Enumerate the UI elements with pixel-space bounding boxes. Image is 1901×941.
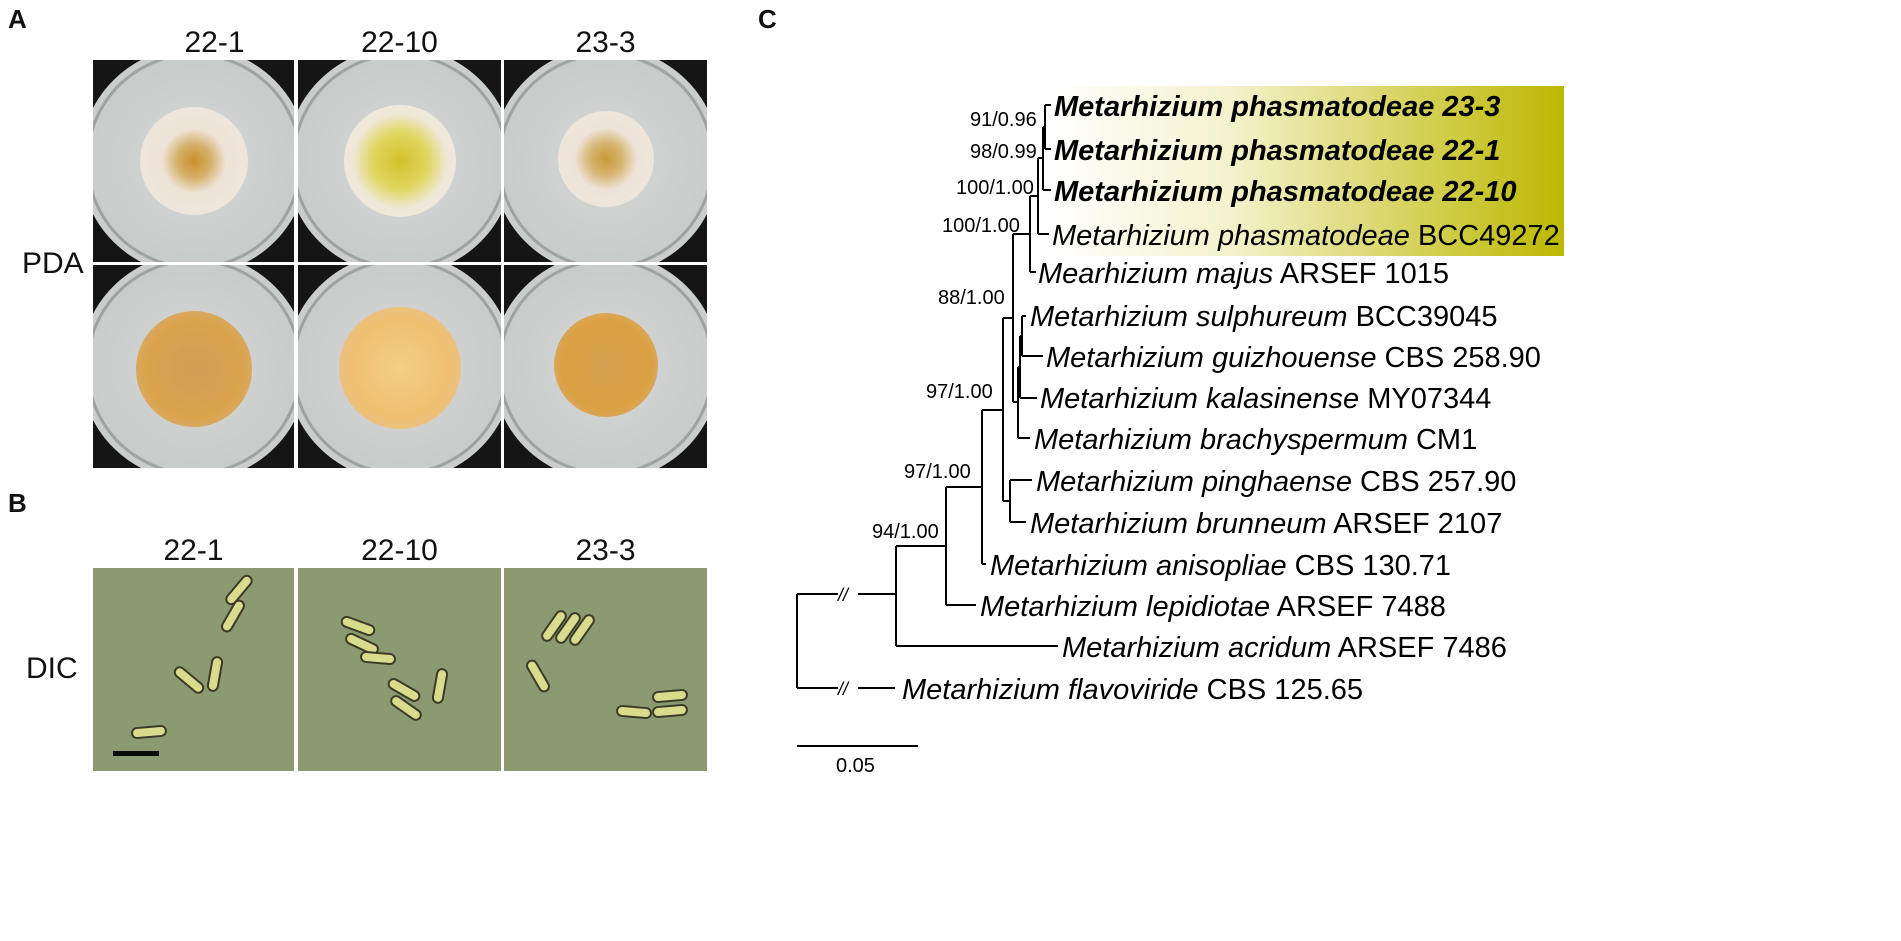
panel-b-row-label: DIC <box>26 652 78 685</box>
branch-break-upper: // <box>836 585 850 605</box>
taxon-label-sulphureum: Metarhizium sulphureum BCC39045 <box>1030 301 1497 333</box>
colony <box>135 310 252 427</box>
support-value: 97/1.00 <box>904 461 971 483</box>
support-value: 98/0.99 <box>970 141 1037 163</box>
colony <box>553 312 658 417</box>
taxon-label-phasmatodeae-bcc49272: Metarhizium phasmatodeae BCC49272 <box>1052 220 1560 252</box>
panel-a-column-label-2: 22-10 <box>361 26 438 59</box>
colony <box>343 105 456 217</box>
branch-break-lower: // <box>836 679 850 699</box>
taxon-label-anisopliae: Metarhizium anisopliae CBS 130.71 <box>990 550 1451 582</box>
support-value: 100/1.00 <box>942 215 1020 237</box>
dic-image-23-3 <box>504 568 707 771</box>
scale-bar <box>113 751 159 756</box>
support-value: 97/1.00 <box>926 381 993 403</box>
taxon-label-guizhouense: Metarhizium guizhouense CBS 258.90 <box>1046 342 1541 374</box>
taxon-label-phasmatodeae-22-1: Metarhizium phasmatodeae 22-1 <box>1054 135 1500 167</box>
spores-illustration <box>340 615 449 721</box>
panel-b-column-label-1: 22-1 <box>163 534 224 567</box>
support-value: 88/1.00 <box>938 287 1005 309</box>
colony <box>139 107 248 215</box>
taxon-label-brachyspermum: Metarhizium brachyspermum CM1 <box>1034 424 1477 456</box>
dic-image-22-10 <box>298 568 501 771</box>
support-value: 91/0.96 <box>970 109 1037 131</box>
taxon-label-lepidiotae: Metarhizium lepidiotae ARSEF 7488 <box>980 591 1446 623</box>
plate-bottom-22-1 <box>93 265 294 468</box>
plate-top-22-10 <box>298 60 501 262</box>
panel-a-label: A <box>8 4 27 34</box>
dic-image-22-1 <box>93 568 294 771</box>
panel-b-column-label-3: 23-3 <box>575 534 636 567</box>
taxon-label-acridum: Metarhizium acridum ARSEF 7486 <box>1062 632 1507 664</box>
panel-a-column-label-1: 22-1 <box>184 26 245 59</box>
taxon-label-brunneum: Metarhizium brunneum ARSEF 2107 <box>1030 508 1502 540</box>
clade-highlight <box>1050 86 1564 256</box>
panel-b-column-label-2: 22-10 <box>361 534 438 567</box>
taxon-label-pinghaense: Metarhizium pinghaense CBS 257.90 <box>1036 466 1516 498</box>
taxon-label-kalasinense: Metarhizium kalasinense MY07344 <box>1040 383 1491 415</box>
tree-branches <box>796 104 1058 747</box>
taxon-label-phasmatodeae-23-3: Metarhizium phasmatodeae 23-3 <box>1054 91 1500 123</box>
panel-a-column-label-3: 23-3 <box>575 26 636 59</box>
plate-top-23-3 <box>504 60 707 262</box>
support-value: 100/1.00 <box>956 177 1034 199</box>
colony <box>557 111 654 207</box>
panel-b-label: B <box>8 488 27 518</box>
taxon-label-flavoviride: Metarhizium flavoviride CBS 125.65 <box>902 674 1363 706</box>
panel-c-label: C <box>758 4 777 34</box>
plate-bottom-22-10 <box>298 265 501 468</box>
plate-top-22-1 <box>93 60 294 262</box>
colony <box>338 306 461 429</box>
support-value: 94/1.00 <box>872 521 939 543</box>
taxon-label-majus: Mearhizium majus ARSEF 1015 <box>1038 258 1449 290</box>
plate-bottom-23-3 <box>504 265 707 468</box>
branch-break-marks <box>838 587 858 695</box>
spores-illustration <box>526 610 688 720</box>
scale-label: 0.05 <box>836 755 875 777</box>
panel-a-row-label: PDA <box>22 247 84 280</box>
spores-illustration <box>113 574 253 756</box>
taxon-label-phasmatodeae-22-10: Metarhizium phasmatodeae 22-10 <box>1054 176 1517 208</box>
